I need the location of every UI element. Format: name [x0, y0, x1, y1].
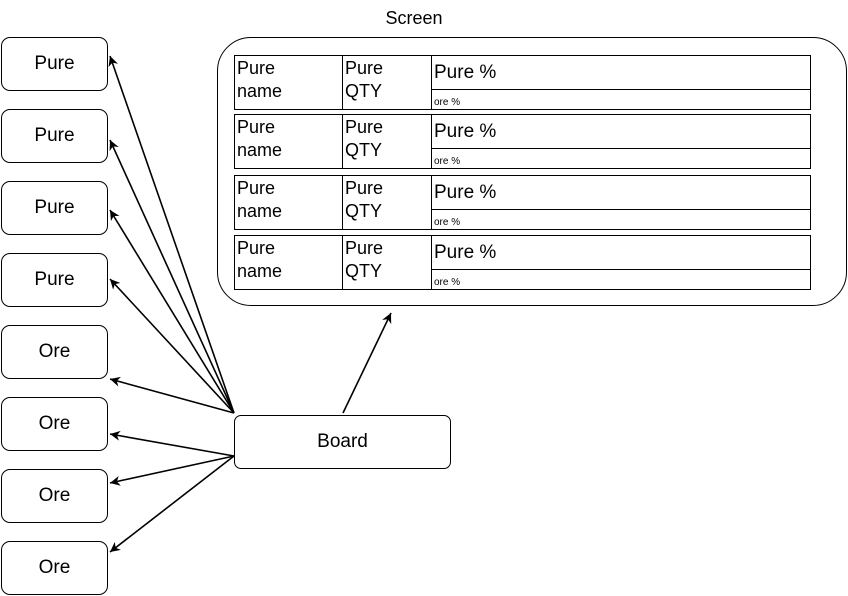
pure-node-1: Pure: [1, 37, 108, 91]
edge-board-pure-1: [108, 55, 235, 414]
pure-name-cell: Pure name: [235, 56, 343, 109]
board-node: Board: [234, 415, 451, 469]
screen-title: Screen: [385, 8, 443, 28]
percent-cell: Pure % ore %: [432, 115, 810, 168]
edge-board-ore-2: [109, 430, 235, 457]
pure-percent: Pure %: [432, 236, 810, 270]
ore-percent: ore %: [434, 156, 461, 167]
pure-percent: Pure %: [432, 176, 810, 210]
pure-name-cell: Pure name: [235, 115, 343, 168]
edge-board-ore-1: [109, 376, 235, 414]
screen-row-2: Pure name Pure QTY Pure % ore %: [234, 114, 811, 169]
screen-container: [217, 37, 847, 306]
edge-board-pure-2: [109, 139, 235, 414]
ore-node-4: Ore: [1, 541, 108, 595]
ore-percent: ore %: [434, 277, 461, 288]
ore-percent: ore %: [434, 97, 461, 108]
pure-name-cell: Pure name: [235, 176, 343, 229]
pure-qty-cell: Pure QTY: [343, 176, 432, 229]
ore-percent: ore %: [434, 217, 461, 228]
percent-cell: Pure % ore %: [432, 236, 810, 289]
edge-board-pure-3: [109, 209, 235, 414]
screen-row-3: Pure name Pure QTY Pure % ore %: [234, 175, 811, 230]
edge-board-screen: [342, 312, 392, 414]
ore-node-1: Ore: [1, 325, 108, 379]
percent-cell: Pure % ore %: [432, 56, 810, 109]
pure-percent: Pure %: [432, 115, 810, 149]
pure-percent: Pure %: [432, 56, 810, 90]
edge-board-ore-4: [109, 455, 235, 553]
pure-qty-cell: Pure QTY: [343, 56, 432, 109]
ore-node-3: Ore: [1, 469, 108, 523]
edge-board-ore-3: [109, 455, 235, 486]
screen-row-4: Pure name Pure QTY Pure % ore %: [234, 235, 811, 290]
pure-node-3: Pure: [1, 181, 108, 235]
pure-qty-cell: Pure QTY: [343, 236, 432, 289]
percent-cell: Pure % ore %: [432, 176, 810, 229]
pure-qty-cell: Pure QTY: [343, 115, 432, 168]
pure-node-2: Pure: [1, 109, 108, 163]
ore-node-2: Ore: [1, 397, 108, 451]
pure-node-4: Pure: [1, 253, 108, 307]
edge-board-pure-4: [109, 278, 235, 414]
screen-row-1: Pure name Pure QTY Pure % ore %: [234, 55, 811, 110]
pure-name-cell: Pure name: [235, 236, 343, 289]
